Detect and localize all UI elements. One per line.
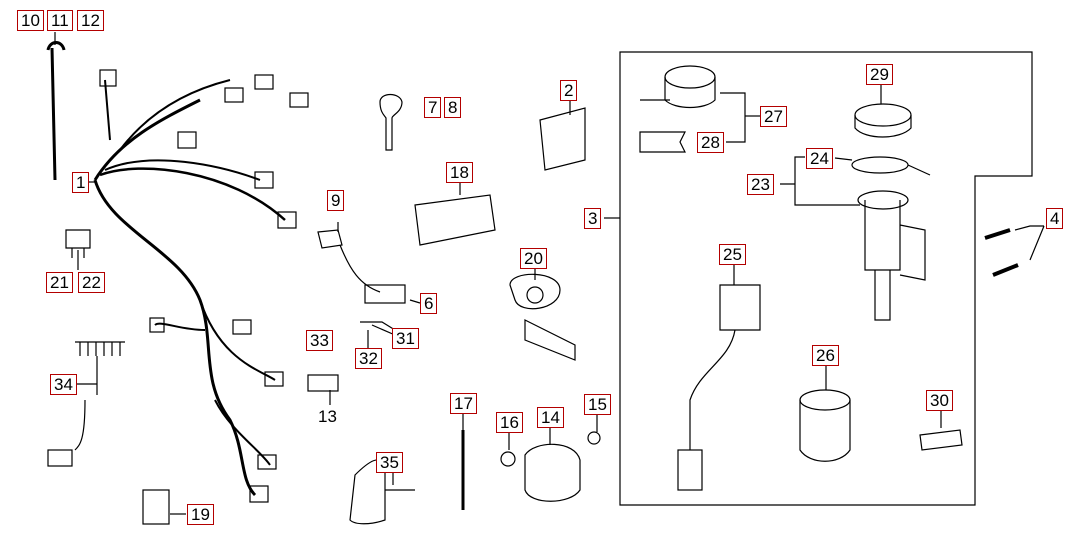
harness-connector xyxy=(254,171,274,189)
cable-tie xyxy=(46,41,66,181)
callout-34: 34 xyxy=(50,374,77,395)
bolt xyxy=(587,431,601,445)
clip-28 xyxy=(639,131,686,153)
harness-connector xyxy=(257,454,277,470)
bolt-30 xyxy=(919,429,963,451)
leader-lines xyxy=(54,32,1045,515)
callout-32: 32 xyxy=(355,348,382,369)
wire-harness xyxy=(93,98,257,497)
callout-27: 27 xyxy=(760,106,787,127)
callout-15: 15 xyxy=(584,394,611,415)
harness-connector xyxy=(99,69,117,87)
relay-19 xyxy=(142,489,170,525)
callout-4: 4 xyxy=(1046,208,1064,229)
harness-connector xyxy=(254,74,274,90)
fuel-cap-29 xyxy=(854,103,912,127)
harness-connector xyxy=(224,87,244,103)
callout-14: 14 xyxy=(537,407,564,428)
callout-2: 2 xyxy=(560,80,578,101)
gasket-24 xyxy=(851,156,909,174)
screw xyxy=(984,228,1011,240)
callout-12: 12 xyxy=(77,10,104,31)
ignition-23 xyxy=(857,190,909,210)
harness-connector xyxy=(249,485,269,503)
cdi-unit xyxy=(414,194,496,246)
wire-connector-9 xyxy=(317,229,381,293)
harness-connector xyxy=(149,317,165,333)
lock-cylinder-27 xyxy=(664,65,716,89)
bulb-socket xyxy=(307,374,339,392)
callout-23: 23 xyxy=(747,174,774,195)
callout-29: 29 xyxy=(866,64,893,85)
bracket-2 xyxy=(539,107,586,171)
callout-18: 18 xyxy=(446,162,473,183)
callout-33: 33 xyxy=(306,330,333,351)
callout-8: 8 xyxy=(444,97,462,118)
callout-1: 1 xyxy=(72,172,90,193)
harness-connector xyxy=(264,371,284,387)
key xyxy=(379,93,403,151)
callout-21: 21 xyxy=(46,272,73,293)
callout-6: 6 xyxy=(420,293,438,314)
harness-connector xyxy=(277,211,297,229)
callout-20: 20 xyxy=(520,248,547,269)
resistor-harness xyxy=(74,341,125,451)
kit-enclosure-outline xyxy=(619,51,1033,506)
switch-14 xyxy=(524,443,581,502)
bracket-20 xyxy=(509,273,576,361)
harness-connector xyxy=(289,92,309,108)
callout-10: 10 xyxy=(17,10,44,31)
harness-connector xyxy=(177,131,197,149)
callout-9: 9 xyxy=(327,190,345,211)
lock-26 xyxy=(799,389,851,411)
harness-connector xyxy=(232,319,252,335)
callout-3: 3 xyxy=(584,208,602,229)
callout-17: 17 xyxy=(450,393,477,414)
callout-22: 22 xyxy=(78,272,105,293)
switch-25 xyxy=(689,284,761,450)
callout-19: 19 xyxy=(187,504,214,525)
callout-26: 26 xyxy=(812,345,839,366)
callout-16: 16 xyxy=(496,412,523,433)
callout-28: 28 xyxy=(697,132,724,153)
callout-35: 35 xyxy=(376,452,403,473)
nut xyxy=(500,451,516,467)
callout-31: 31 xyxy=(392,328,419,349)
screw xyxy=(992,263,1019,277)
grommet xyxy=(349,459,415,525)
callout-30: 30 xyxy=(926,390,953,411)
callout-25: 25 xyxy=(719,244,746,265)
callout-7: 7 xyxy=(424,97,442,118)
relay xyxy=(65,229,91,258)
callout-24: 24 xyxy=(806,148,833,169)
label-13: 13 xyxy=(318,407,337,426)
callout-11: 11 xyxy=(47,10,73,31)
